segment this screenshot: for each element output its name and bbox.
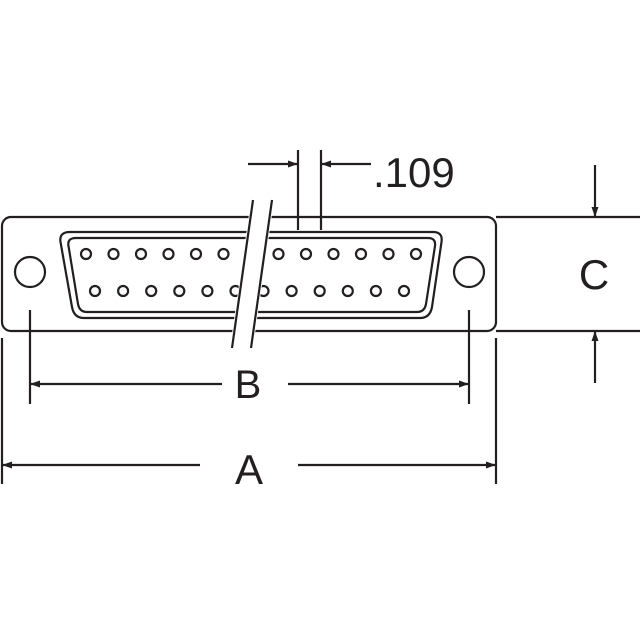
dimension-b-label: B (235, 363, 262, 407)
top-row-pin (354, 247, 368, 261)
bottom-row-pin (145, 284, 158, 298)
top-row-pin (299, 247, 313, 261)
dimension-c-label: C (579, 251, 609, 298)
bottom-row-pin (116, 284, 130, 298)
top-row-pin (217, 247, 230, 261)
top-row-pin (327, 247, 340, 261)
connector-shell-inner (67, 236, 437, 314)
bottom-row-pin (201, 284, 214, 298)
top-row-pin (382, 247, 395, 261)
top-row-pin (189, 247, 203, 261)
bottom-row-pin (313, 284, 326, 298)
connector-shell-outer (59, 230, 443, 320)
break-line-right (249, 199, 274, 349)
mounting-hole-right (452, 255, 486, 289)
break-gap (230, 200, 274, 348)
top-row-pin (162, 247, 175, 261)
bottom-row-pin (88, 284, 102, 298)
break-line-left (230, 199, 255, 349)
pitch-dimension-label: .109 (373, 149, 455, 196)
bottom-row-pin (341, 284, 354, 298)
top-row-pin (272, 247, 285, 261)
bottom-row-pin (369, 284, 382, 298)
top-row-pin (134, 247, 148, 261)
bottom-row-pin (285, 284, 298, 298)
bottom-row-pin (173, 284, 186, 298)
top-row-pin (107, 247, 120, 261)
dimension-a-label: A (235, 446, 263, 493)
top-row-pin (79, 247, 93, 261)
mounting-hole-left (13, 255, 47, 289)
bottom-row-pin (397, 284, 411, 298)
top-row-pin (409, 247, 423, 261)
